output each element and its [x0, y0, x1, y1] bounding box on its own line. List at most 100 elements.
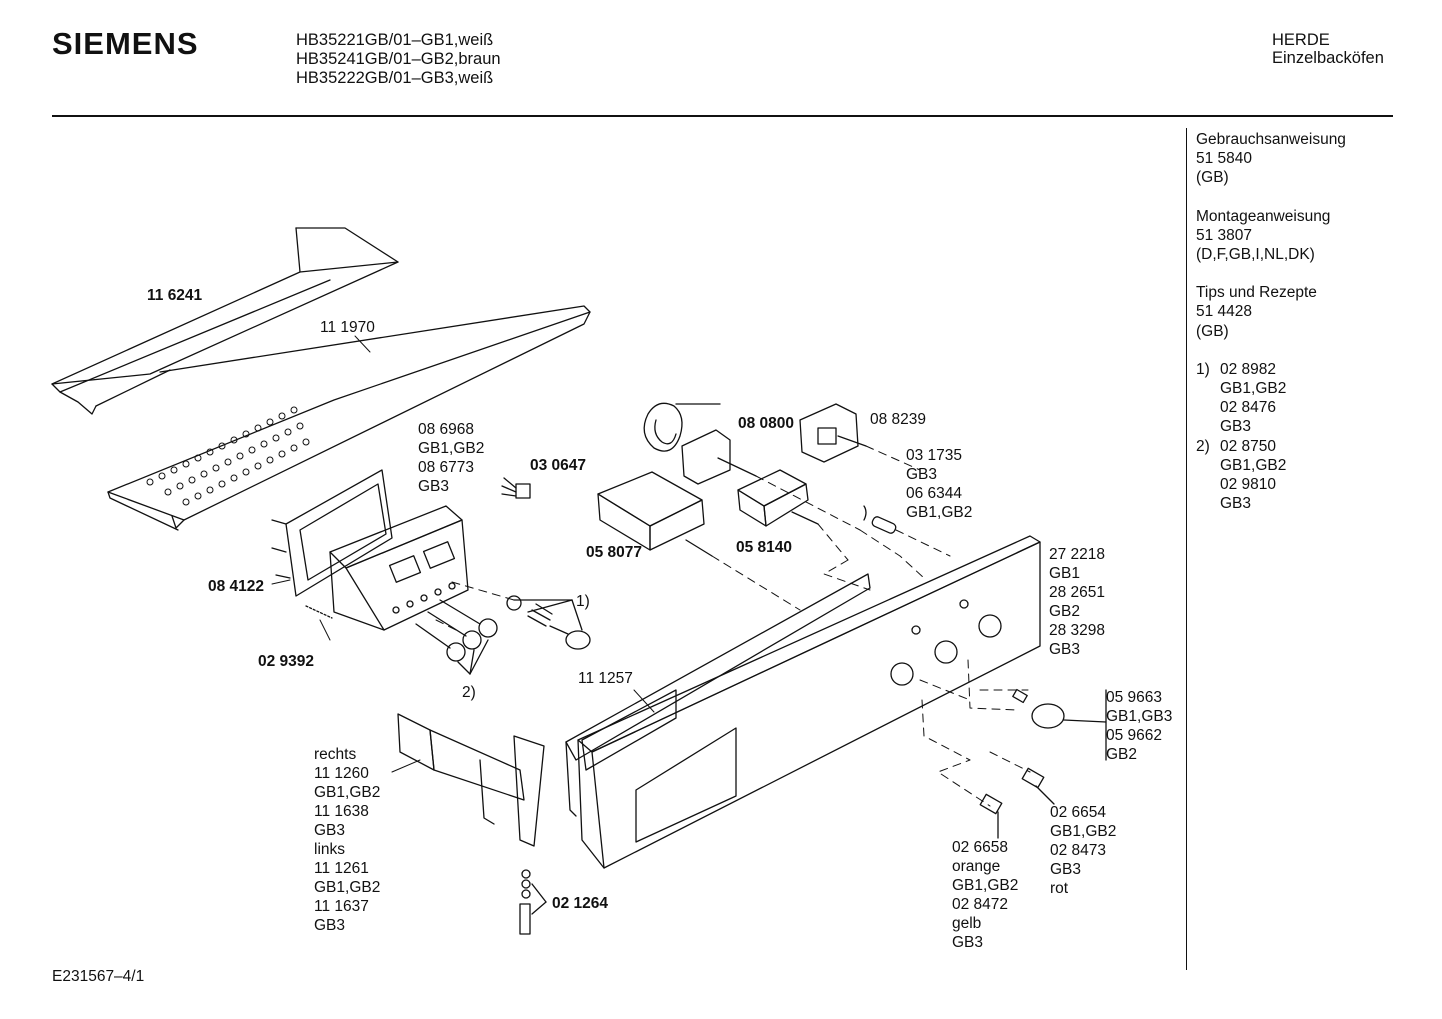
category: HERDE Einzelbacköfen [1272, 31, 1384, 67]
part-label-026654: 02 6654 GB1,GB2 02 8473 GB3 rot [1050, 803, 1116, 898]
lamp-holder-026658 [979, 793, 1003, 839]
part-label-021264: 02 1264 [552, 895, 609, 912]
part-label-116241: 11 6241 [147, 287, 203, 304]
doc-number: 51 4428 [1196, 303, 1253, 321]
ref-line: 02 8476 [1220, 399, 1277, 417]
label-line: GB1,GB2 [1050, 823, 1117, 840]
rotary-switch [799, 403, 867, 463]
footnote-ref: 1)02 8982 GB1,GB2 02 8476 GB3 [1196, 360, 1346, 437]
label-line: GB1,GB2 [314, 784, 381, 801]
display-frame [271, 469, 393, 597]
indicator-bulb [863, 505, 897, 534]
label-line: gelb [952, 915, 982, 932]
label-line: 28 2651 [1049, 584, 1106, 601]
part-label-058077: 05 8077 [586, 544, 643, 561]
perforation-holes [146, 406, 310, 506]
knobs-and-springs [305, 595, 591, 675]
part-label-080800: 08 0800 [738, 415, 795, 432]
thermostat [643, 402, 757, 485]
model-line: HB35221GB/01–GB1,weiß [296, 31, 494, 49]
label-line: GB3 [1049, 641, 1081, 658]
header-divider [52, 115, 1393, 117]
label-line: 02 8472 [952, 896, 1009, 913]
part-label-111970: 11 1970 [320, 319, 375, 336]
panel-frame [565, 573, 871, 817]
ref-line: GB1,GB2 [1220, 456, 1287, 474]
part-label-029392: 02 9392 [258, 653, 315, 670]
control-knob [1012, 688, 1107, 761]
part-label-059663: 05 9663 GB1,GB3 05 9662 GB2 [1106, 688, 1172, 764]
ref-line: GB3 [1220, 495, 1252, 513]
control-panel [577, 535, 1041, 869]
doc-note: (D,F,GB,I,NL,DK) [1196, 246, 1315, 264]
part-label-058140: 05 8140 [736, 539, 793, 556]
assembly-guides [435, 445, 1031, 807]
label-line: 11 1260 [314, 765, 369, 782]
doc-note: (GB) [1196, 169, 1229, 187]
part-label-031735: 03 1735 GB3 06 6344 GB1,GB2 [906, 446, 972, 522]
model-line: HB35241GB/01–GB2,braun [296, 50, 501, 68]
label-line: 11 1261 [314, 860, 369, 877]
model-line: HB35222GB/01–GB3,weiß [296, 69, 494, 87]
selector-switch [737, 469, 819, 527]
label-line: 27 2218 [1049, 546, 1106, 563]
doc-title: Gebrauchsanweisung [1196, 131, 1346, 148]
ref-line: GB3 [1220, 418, 1252, 436]
label-line: 11 1638 [314, 803, 369, 820]
label-line: rot [1050, 880, 1069, 897]
doc-entry: Gebrauchsanweisung 51 5840 (GB) [1196, 130, 1346, 188]
label-line: GB3 [1050, 861, 1082, 878]
top-trim-strip [51, 227, 399, 415]
side-bracket [397, 713, 545, 847]
model-list: HB35221GB/01–GB1,weiß HB35241GB/01–GB2,b… [296, 31, 501, 88]
side-panel: Gebrauchsanweisung 51 5840 (GB) Montagea… [1196, 130, 1346, 513]
part-label-086968: 08 6968 GB1,GB2 08 6773 GB3 [418, 420, 484, 496]
label-line: GB3 [906, 466, 938, 483]
ref-line: 02 8982 [1220, 360, 1277, 378]
label-line: GB3 [418, 478, 450, 495]
drawing-code: E231567–4/1 [52, 968, 145, 985]
lamp-holder-026654 [1021, 767, 1055, 805]
relay-block [597, 471, 713, 557]
label-line: 02 8473 [1050, 842, 1107, 859]
label-line: 28 3298 [1049, 622, 1106, 639]
part-label-026658: 02 6658 orange GB1,GB2 02 8472 gelb GB3 [952, 838, 1018, 952]
label-line: 05 9662 [1106, 727, 1163, 744]
label-line: 02 6658 [952, 839, 1009, 856]
brand-logo: SIEMENS [52, 26, 199, 61]
doc-title: Montageanweisung [1196, 207, 1331, 225]
label-line: GB1 [1049, 565, 1081, 582]
label-line: GB1,GB2 [906, 504, 973, 521]
label-line: GB3 [314, 822, 346, 839]
leader-lines [271, 335, 1107, 773]
label-line: GB1,GB3 [1106, 708, 1173, 725]
ref-line: 02 8750 [1220, 437, 1277, 455]
doc-number: 51 5840 [1196, 150, 1253, 168]
side-divider [1186, 128, 1187, 970]
ref-line: 02 9810 [1220, 476, 1277, 494]
ref-number: 2) [1196, 437, 1210, 455]
footnote-ref: 2) 02 8750 GB1,GB2 02 9810 GB3 [1196, 437, 1346, 514]
category-line: Einzelbacköfen [1272, 49, 1384, 67]
label-line: 11 1637 [314, 898, 369, 915]
doc-title: Tips und Rezepte [1196, 284, 1317, 302]
label-line: GB1,GB2 [314, 879, 381, 896]
doc-number: 51 3807 [1196, 226, 1253, 244]
label-line: links [314, 841, 346, 858]
doc-entry: Tips und Rezepte 51 4428 (GB) [1196, 283, 1346, 341]
category-line: HERDE [1272, 31, 1330, 49]
part-label-rechts-links: rechts 11 1260 GB1,GB2 11 1638 GB3 links… [314, 745, 380, 935]
part-label-030647: 03 0647 [530, 457, 587, 474]
ref-number: 1) [1196, 360, 1210, 378]
part-label-084122: 08 4122 [208, 578, 265, 595]
perforated-cover [95, 305, 591, 531]
footnote-marker-1: 1) [576, 593, 590, 610]
label-line: 02 6654 [1050, 804, 1107, 821]
wire-connector [501, 477, 531, 499]
label-line: 08 6968 [418, 421, 475, 438]
part-label-111257: 11 1257 [578, 670, 633, 687]
label-line: GB1,GB2 [418, 440, 485, 457]
label-line: GB3 [952, 934, 984, 951]
label-line: 06 6344 [906, 485, 963, 502]
